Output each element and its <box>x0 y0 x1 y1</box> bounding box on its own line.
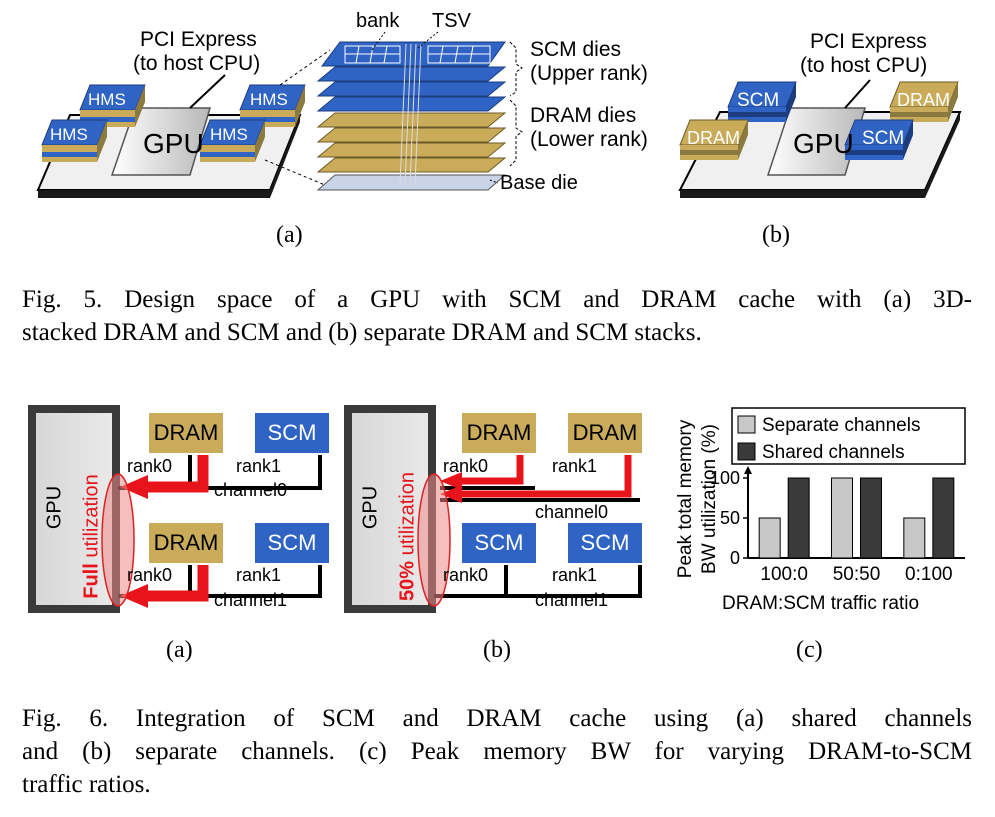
legend-label: Shared channels <box>762 442 905 463</box>
y-tick-label: 50 <box>720 508 740 528</box>
dram-box: DRAM <box>149 413 223 453</box>
fig6-caption: Fig. 6. Integration of SCM and DRAM cach… <box>22 702 972 801</box>
bar <box>787 477 810 559</box>
legend-box <box>731 407 966 465</box>
bar <box>932 477 955 559</box>
scm-stack-label: SCM <box>737 90 780 111</box>
x-tick-label: 50:50 <box>833 564 881 585</box>
gpu-body-a <box>36 413 112 605</box>
legend-label: Separate channels <box>762 415 920 436</box>
fig6-sublabel-a: (a) <box>166 637 193 663</box>
fig6-sublabel-c: (c) <box>796 637 823 663</box>
y-tick-label: 100 <box>710 468 740 488</box>
bank-label: bank <box>356 10 400 32</box>
caption-line: Fig. 6. Integration of SCM and DRAM cach… <box>22 705 972 732</box>
pcie-label-a2: (to host CPU) <box>133 52 261 75</box>
rank1-label: rank1 <box>552 456 598 476</box>
scm-box: SCM <box>255 523 329 563</box>
dram-stack-label: DRAM <box>897 90 950 110</box>
scm-dies-label-1: SCM dies <box>530 38 622 61</box>
dram-box: DRAM <box>462 413 536 453</box>
hms-label: HMS <box>210 125 248 144</box>
fig5-sublabel-a: (a) <box>276 222 303 248</box>
rank0-label: rank0 <box>443 456 489 476</box>
caption-line: traffic ratios. <box>22 771 151 798</box>
y-tick-label: 0 <box>730 548 740 568</box>
legend-swatch <box>737 415 756 434</box>
x-tick-label: 0:100 <box>905 564 953 585</box>
chart-ylabel-1: Peak total memory <box>675 419 696 579</box>
bar <box>831 477 853 559</box>
rank1-label: rank1 <box>236 565 282 585</box>
x-tick-label: 100:0 <box>760 564 808 585</box>
dram-box: DRAM <box>568 413 642 453</box>
tsv-label: TSV <box>432 10 471 32</box>
scm-dies-label-2: (Upper rank) <box>530 62 648 85</box>
y-axis-arrow <box>744 466 752 474</box>
hms-label: HMS <box>50 125 88 144</box>
scm-stack-label: SCM <box>862 128 905 149</box>
legend-swatch <box>737 442 756 461</box>
dram-dies-label-1: DRAM dies <box>530 104 637 127</box>
dram-box: DRAM <box>149 523 223 563</box>
hms-stacks <box>41 84 306 162</box>
chart-ylabel-2: BW utilization (%) <box>699 424 720 574</box>
pcie-label-a1: PCI Express <box>140 28 257 51</box>
chart-xlabel: DRAM:SCM traffic ratio <box>722 593 920 614</box>
bar <box>758 517 781 559</box>
bar <box>903 517 926 559</box>
channel0-label: channel0 <box>214 480 288 500</box>
rank1-label: rank1 <box>552 565 598 585</box>
caption-line: Fig. 5. Design space of a GPU with SCM a… <box>22 286 972 313</box>
channel0-label: channel0 <box>535 502 609 522</box>
caption-line: and (b) separate channels. (c) Peak memo… <box>22 738 972 765</box>
gpu-label-b: GPU <box>793 128 854 159</box>
base-die-label: Base die <box>500 172 578 194</box>
caption-line: stacked DRAM and SCM and (b) separate DR… <box>22 319 702 346</box>
pcie-label-b1: PCI Express <box>810 30 927 53</box>
rank0-label: rank0 <box>127 565 173 585</box>
rank0-label: rank0 <box>127 456 173 476</box>
channel1-label: channel1 <box>214 590 288 610</box>
die-stack <box>316 31 523 191</box>
fig6-sublabel-b: (b) <box>483 637 511 663</box>
hms-label: HMS <box>250 90 288 109</box>
channel1-label: channel1 <box>535 590 609 610</box>
hms-label: HMS <box>88 90 126 109</box>
dram-stack-label: DRAM <box>687 128 740 148</box>
fig5-caption: Fig. 5. Design space of a GPU with SCM a… <box>22 283 972 349</box>
scm-box: SCM <box>462 523 536 563</box>
fig5-sublabel-b: (b) <box>762 222 790 248</box>
scm-box: SCM <box>568 523 642 563</box>
dram-dies-label-2: (Lower rank) <box>530 128 648 151</box>
bar <box>860 477 882 559</box>
figure-5-drawing <box>36 31 962 198</box>
scm-box: SCM <box>255 413 329 453</box>
gpu-body-b <box>352 413 428 605</box>
gpu-label-a: GPU <box>143 128 204 159</box>
rank1-label: rank1 <box>236 456 282 476</box>
pcie-label-b2: (to host CPU) <box>800 54 928 77</box>
board-b <box>678 79 962 198</box>
rank0-label: rank0 <box>443 565 489 585</box>
